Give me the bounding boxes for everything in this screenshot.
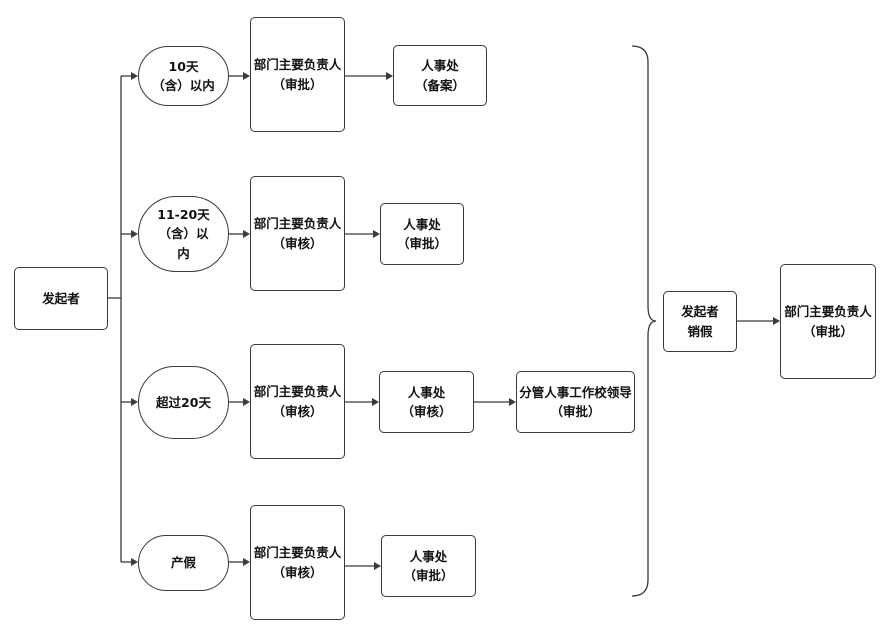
arrowhead-range3-dept3 [243,398,250,406]
arrowhead-cancel-final [773,317,780,325]
cancel-line1: 发起者 [681,304,719,320]
range4-line1: 产假 [170,555,196,571]
arrowhead-dept4-hr4 [374,562,381,570]
leader3-line1: 分管人事工作校领导 [519,384,632,400]
dept4-line1: 部门主要负责人 [253,545,342,561]
leader3-line2: （审批） [550,404,601,419]
hr3-line1: 人事处 [407,384,446,400]
range-over-20-days-node: 超过20天 [138,366,229,439]
arrowhead-dept3-hr3 [372,398,379,406]
cancel-line2: 销假 [687,323,713,339]
final-line1: 部门主要负责人 [784,304,872,320]
initiator-node: 发起者 [14,267,108,330]
hr2-line1: 人事处 [403,216,441,232]
range2-line1: 11-20天 [157,206,210,222]
dept1-line2: （审批） [272,76,323,92]
arrowhead-range1-dept1 [243,72,250,80]
dept3-line2: （审核） [272,403,323,419]
hr4-line1: 人事处 [409,548,448,564]
cancel-leave-node: 发起者 销假 [663,291,737,352]
final-line2: （审批） [802,323,853,339]
dept-head-review-node-4: 部门主要负责人 （审核） [250,505,345,620]
right-brace [631,45,657,597]
hr1-line2: （备案） [414,77,465,93]
range-maternity-node: 产假 [138,535,229,591]
arrowhead-to-range4 [131,558,138,566]
arrowhead-dept1-hr1 [386,72,393,80]
hr1-line1: 人事处 [421,58,459,74]
dept4-line2: （审核） [272,564,323,580]
range-10-days-node: 10天 （含）以内 [138,46,229,106]
dept2-line1: 部门主要负责人 [253,216,342,232]
hr3-line2: （审核） [401,404,452,419]
school-leader-approve-node: 分管人事工作校领导 （审批） [516,371,635,433]
range2-line3: 内 [177,245,190,261]
arrowhead-to-range3 [131,398,138,406]
dept2-line2: （审核） [272,235,323,251]
initiator-label: 发起者 [42,290,80,306]
dept3-line1: 部门主要负责人 [253,384,342,400]
hr2-line2: （审批） [396,236,447,251]
hr4-line2: （审批） [403,568,454,583]
arrowhead-dept2-hr2 [373,230,380,238]
range-11-20-days-node: 11-20天 （含）以 内 [138,196,229,272]
arrowhead-to-range2 [131,230,138,238]
range1-line1: 10天 [168,58,199,74]
arrowhead-range4-dept4 [243,558,250,566]
dept-head-approve-node-1: 部门主要负责人 （审批） [250,17,345,132]
final-dept-head-approve-node: 部门主要负责人 （审批） [780,264,876,379]
hr-file-node-1: 人事处 （备案） [393,45,487,106]
hr-approve-node-4: 人事处 （审批） [381,535,476,597]
range1-line2: （含）以内 [152,78,215,93]
hr-approve-node-2: 人事处 （审批） [380,203,464,265]
range2-line2: （含）以 [158,226,209,242]
range3-line1: 超过20天 [156,394,211,410]
dept-head-review-node-3: 部门主要负责人 （审核） [250,344,345,459]
arrowhead-range2-dept2 [243,230,250,238]
arrowhead-hr3-leader3 [509,398,516,406]
hr-review-node-3: 人事处 （审核） [379,371,474,433]
dept-head-review-node-2: 部门主要负责人 （审核） [250,176,345,291]
dept1-line1: 部门主要负责人 [253,57,342,73]
arrowhead-to-range1 [131,72,138,80]
